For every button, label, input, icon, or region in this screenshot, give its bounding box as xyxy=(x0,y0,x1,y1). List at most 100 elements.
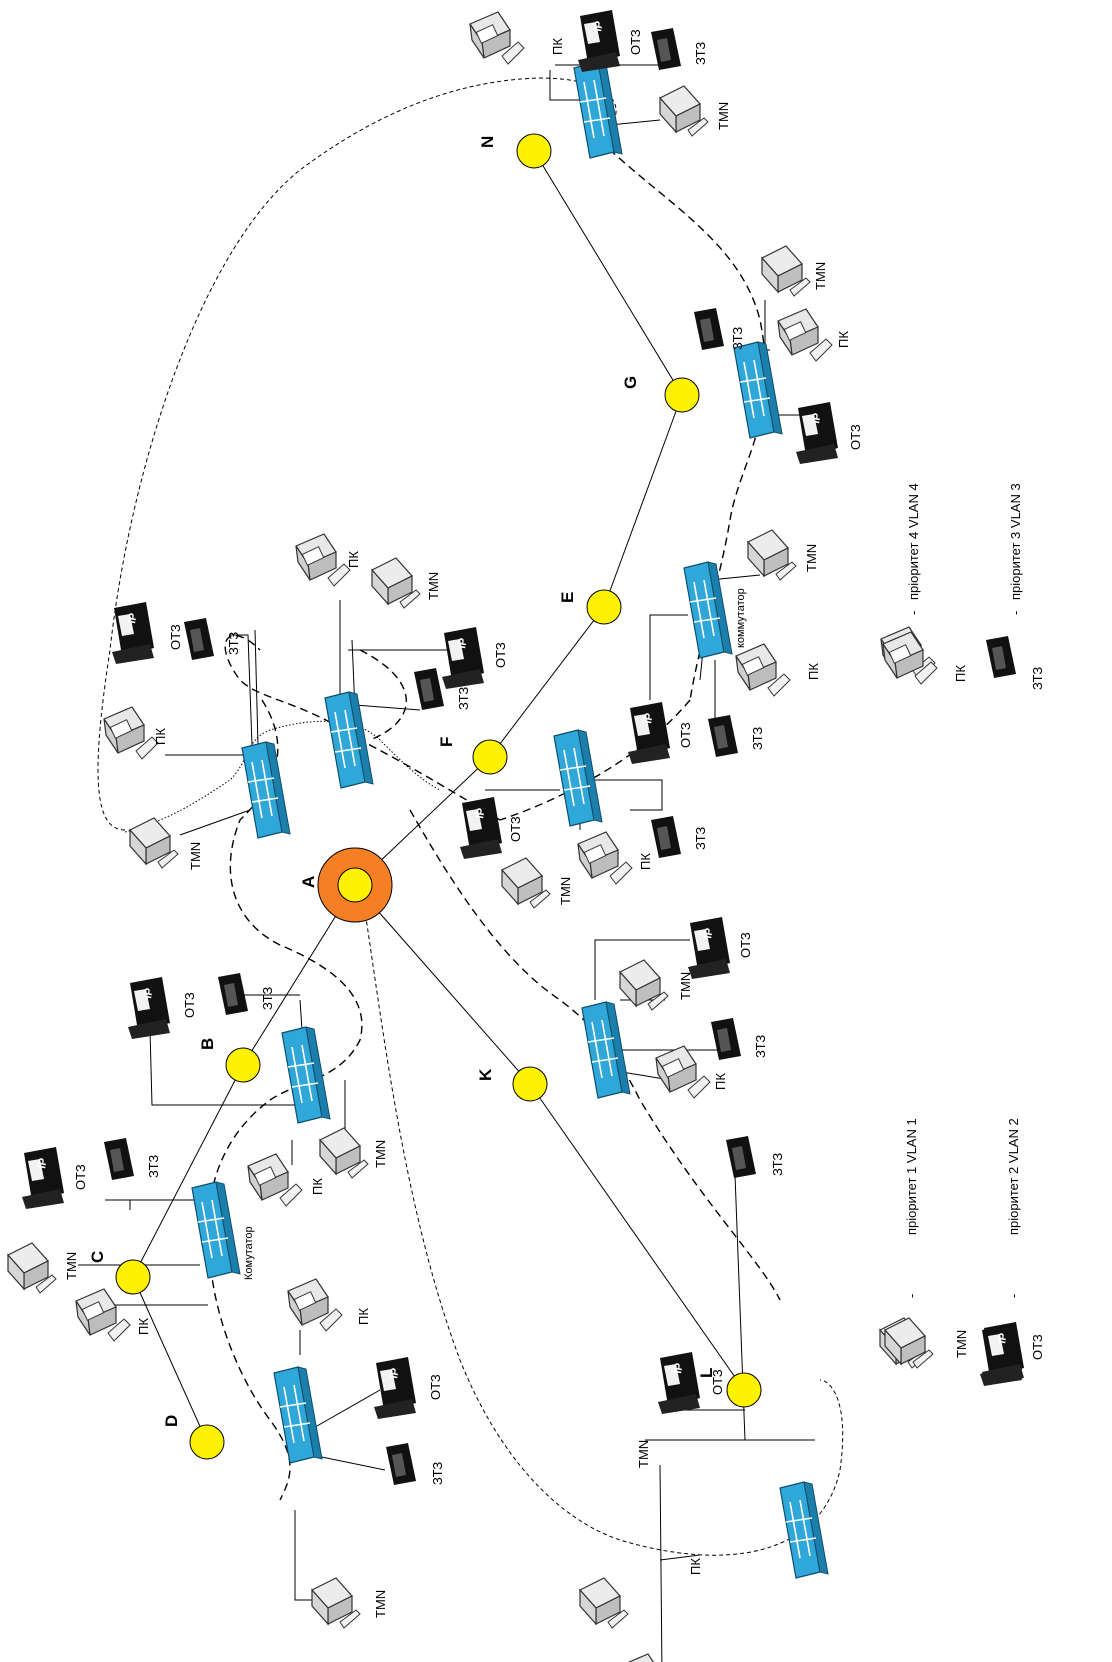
label-pk: ПК xyxy=(550,38,565,55)
node-letter-e: E xyxy=(558,592,577,603)
phone-icon xyxy=(414,668,444,710)
label-tmn: TMN xyxy=(678,972,693,1000)
legend-pc-text: пріоритет 4 VLAN 4 xyxy=(906,483,921,600)
pc-icon xyxy=(295,533,351,587)
legend-dash: - xyxy=(1008,611,1023,615)
phone-icon xyxy=(986,636,1016,678)
label-tmn: TMN xyxy=(804,544,819,572)
ip-phone-icon xyxy=(442,627,484,689)
phone-icon xyxy=(386,1443,416,1485)
pc-icon xyxy=(619,1653,675,1662)
label-tmn: TMN xyxy=(373,1140,388,1168)
label-pk: ПК xyxy=(638,853,653,870)
server-icon xyxy=(7,1242,57,1294)
label-tmn: TMN xyxy=(558,877,573,905)
server-icon xyxy=(501,857,551,909)
label-pk: ПК xyxy=(806,663,821,680)
label-tmn: TMN xyxy=(813,262,828,290)
server-icon xyxy=(747,529,797,581)
server-icon xyxy=(619,959,669,1011)
label-pk: ПК xyxy=(346,551,361,568)
label-zt3: ЗТЗ xyxy=(693,42,708,65)
node-c xyxy=(115,1259,151,1295)
ip-phone-icon xyxy=(658,1352,700,1414)
switch-n xyxy=(573,61,623,159)
label-ot3: ОТЗ xyxy=(73,1164,88,1190)
ip-phone-icon xyxy=(578,10,620,72)
label-ot3: ОТЗ xyxy=(182,992,197,1018)
label-pk: ПК xyxy=(836,331,851,348)
label-pk: ПК xyxy=(713,1073,728,1090)
label-pk: ПК xyxy=(153,728,168,745)
ip-phone-icon xyxy=(22,1147,64,1209)
legend-dash: - xyxy=(1006,1294,1021,1298)
phone-icon xyxy=(104,1138,134,1180)
pc-icon xyxy=(75,1288,131,1342)
server-icon xyxy=(129,817,179,869)
phone-icon xyxy=(651,816,681,858)
node-letter-l: L xyxy=(697,1368,716,1378)
label-pk: ПК xyxy=(356,1308,371,1325)
pc-icon xyxy=(735,643,791,697)
label-pk: ПК xyxy=(310,1178,325,1195)
label-zt3: ЗТЗ xyxy=(770,1153,785,1176)
node-e xyxy=(586,589,622,625)
node-d xyxy=(189,1424,225,1460)
legend-ot3-text: пріоритет 2 VLAN 2 xyxy=(1006,1118,1021,1235)
node-letter-f: F xyxy=(437,737,456,747)
legend-ip-phone-icon xyxy=(982,1322,1024,1384)
node-letters: A B C D F E G N K L xyxy=(88,136,716,1427)
server-icon xyxy=(319,1127,369,1179)
phone-icon xyxy=(726,1136,756,1178)
pc-icon xyxy=(287,1278,343,1332)
label-ot3: ОТЗ xyxy=(628,29,643,55)
label-tmn: TMN xyxy=(373,1590,388,1618)
server-icon xyxy=(659,85,709,137)
legend-pc-label: ПК xyxy=(953,665,968,682)
label-ot3: ОТЗ xyxy=(168,624,183,650)
phone-icon xyxy=(218,973,248,1015)
phone-icon xyxy=(711,1018,741,1060)
node-l xyxy=(726,1372,762,1408)
label-switch: коммутатор xyxy=(735,588,747,648)
server-icon xyxy=(371,557,421,609)
node-letter-g: G xyxy=(621,376,640,389)
switch-upper-mid xyxy=(324,691,374,789)
legend-tmn-label: TMN xyxy=(954,1330,969,1358)
server-icon xyxy=(761,245,811,297)
ip-phone-icon xyxy=(128,977,170,1039)
node-letter-d: D xyxy=(162,1415,181,1427)
label-switch: Комутатор xyxy=(243,1226,255,1280)
switch-g xyxy=(733,341,783,439)
label-ot3: ОТЗ xyxy=(710,1369,725,1395)
label-zt3: ЗТЗ xyxy=(693,827,708,850)
node-letter-n: N xyxy=(478,136,497,148)
ip-phone-icon xyxy=(688,917,730,979)
pc-icon xyxy=(655,1045,711,1099)
node-b xyxy=(225,1047,261,1083)
legend-dash: - xyxy=(904,1294,919,1298)
pc-icon xyxy=(103,706,159,760)
label-zt3: ЗТЗ xyxy=(146,1155,161,1178)
label-zt3: ЗТЗ xyxy=(226,632,241,655)
phone-icon xyxy=(651,28,681,70)
pcs xyxy=(75,11,936,1662)
label-ot3: ОТЗ xyxy=(508,816,523,842)
label-ot3: ОТЗ xyxy=(428,1374,443,1400)
ip-phone-icon xyxy=(796,402,838,464)
phone-icon xyxy=(184,618,214,660)
phone-icon xyxy=(708,715,738,757)
legend-dash: - xyxy=(906,611,921,615)
switch-c xyxy=(191,1181,241,1279)
node-letter-a: A xyxy=(299,876,318,888)
label-ot3: ОТЗ xyxy=(493,642,508,668)
ip-phone-icon xyxy=(460,797,502,859)
legend-tmn-text: пріоритет 1 VLAN 1 xyxy=(904,1118,919,1235)
label-ot3: ОТЗ xyxy=(848,424,863,450)
label-ot3: ОТЗ xyxy=(678,722,693,748)
ip-phone-icon xyxy=(112,602,154,664)
legend-zt3-label: ЗТЗ xyxy=(1030,667,1045,690)
label-tmn: TMN xyxy=(716,102,731,130)
switch-e xyxy=(683,561,733,659)
node-letter-c: C xyxy=(88,1251,107,1263)
